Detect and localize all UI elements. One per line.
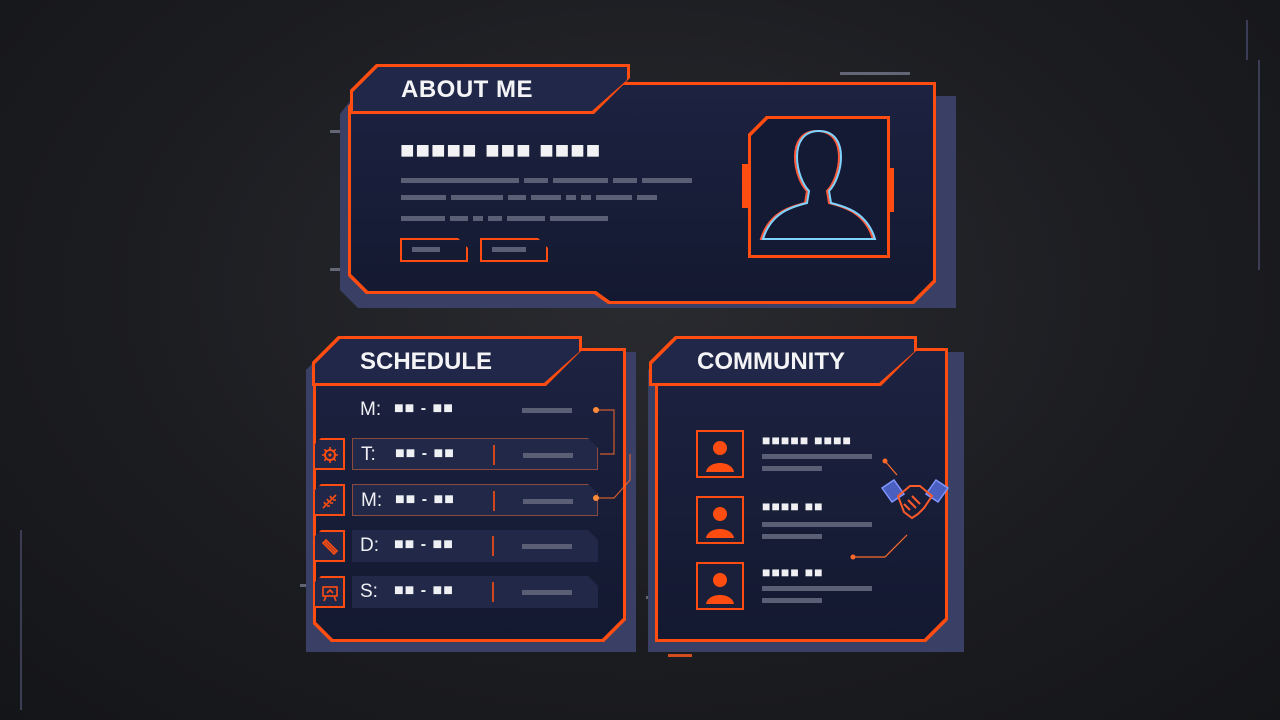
schedule-time: ■■ - ■■ <box>394 400 454 417</box>
about-button-2[interactable] <box>480 238 548 262</box>
community-title-tab <box>652 339 914 383</box>
schedule-day: M: <box>361 490 383 511</box>
schedule-bar <box>523 499 573 504</box>
bio-text-line <box>637 195 657 200</box>
bio-text-line <box>581 195 591 200</box>
about-title: ABOUT ME <box>401 76 533 103</box>
schedule-day: M: <box>360 399 382 420</box>
about-name: ■■■■■ ■■■ ■■■■ <box>400 137 602 164</box>
schedule-day: D: <box>360 535 379 556</box>
member-text-line <box>762 534 822 539</box>
bio-text-line <box>401 178 519 183</box>
gear-icon[interactable] <box>313 438 345 470</box>
member-name: ■■■■■ ■■■■ <box>762 432 852 448</box>
bio-text-line <box>642 178 692 183</box>
pencil-icon[interactable] <box>313 530 345 562</box>
member-text-line <box>762 522 872 527</box>
member-avatar-icon <box>696 430 744 478</box>
community-member[interactable]: ■■■■■ ■■■■ <box>696 430 896 480</box>
schedule-row[interactable]: D: ■■ - ■■ <box>352 530 598 562</box>
schedule-separator <box>493 491 495 511</box>
schedule-row[interactable]: T: ■■ - ■■ <box>352 438 598 470</box>
avatar <box>751 119 887 255</box>
glitch-line <box>668 654 692 657</box>
schedule-title: SCHEDULE <box>360 348 493 375</box>
bio-text-line <box>531 195 561 200</box>
schedule-day: S: <box>360 581 378 602</box>
bio-text-line <box>473 216 483 221</box>
schedule-bar <box>522 590 572 595</box>
member-name: ■■■■ ■■ <box>762 498 824 514</box>
schedule-time: ■■ - ■■ <box>394 582 454 599</box>
member-avatar-icon <box>696 562 744 610</box>
member-avatar-icon <box>696 496 744 544</box>
corner-deco <box>1258 60 1260 270</box>
bio-text-line <box>524 178 548 183</box>
schedule-time: ■■ - ■■ <box>395 445 455 462</box>
schedule-separator <box>492 582 494 602</box>
community-member[interactable]: ■■■■ ■■ <box>696 562 896 612</box>
schedule-bar <box>523 453 573 458</box>
schedule-separator <box>492 536 494 556</box>
community-member[interactable]: ■■■■ ■■ <box>696 496 896 546</box>
bio-text-line <box>553 178 608 183</box>
community-title: COMMUNITY <box>697 348 845 375</box>
bio-text-line <box>566 195 576 200</box>
member-text-line <box>762 586 872 591</box>
bio-text-line <box>488 216 502 221</box>
about-button-1[interactable] <box>400 238 468 262</box>
handshake-icon <box>880 478 950 520</box>
bio-text-line <box>401 195 446 200</box>
member-text-line <box>762 466 822 471</box>
schedule-separator <box>493 445 495 465</box>
corner-deco <box>1246 20 1248 60</box>
schedule-title-tab <box>315 339 579 383</box>
about-title-tab <box>353 67 627 111</box>
user-silhouette-icon <box>759 129 877 240</box>
schedule-row[interactable]: M: ■■ - ■■ <box>352 394 598 426</box>
bio-text-line <box>450 216 468 221</box>
schedule-row[interactable]: S: ■■ - ■■ <box>352 576 598 608</box>
avatar-bracket-left <box>742 164 748 208</box>
bio-text-line <box>550 216 608 221</box>
feather-icon[interactable] <box>313 484 345 516</box>
schedule-bar <box>522 544 572 549</box>
bio-text-line <box>507 216 545 221</box>
bio-text-line <box>401 216 445 221</box>
avatar-bracket-right <box>888 168 894 212</box>
member-text-line <box>762 598 822 603</box>
bio-text-line <box>613 178 637 183</box>
corner-deco <box>20 530 22 710</box>
schedule-time: ■■ - ■■ <box>395 491 455 508</box>
schedule-time: ■■ - ■■ <box>394 536 454 553</box>
bio-text-line <box>451 195 503 200</box>
community-circuit-lines <box>850 458 908 560</box>
schedule-day: T: <box>361 444 376 465</box>
schedule-bar <box>522 408 572 413</box>
bio-text-line <box>596 195 632 200</box>
schedule-row[interactable]: M: ■■ - ■■ <box>352 484 598 516</box>
circuit-lines <box>593 407 631 501</box>
bio-text-line <box>508 195 526 200</box>
glitch-line <box>840 72 910 75</box>
member-text-line <box>762 454 872 459</box>
easel-icon[interactable] <box>313 576 345 608</box>
member-name: ■■■■ ■■ <box>762 564 824 580</box>
